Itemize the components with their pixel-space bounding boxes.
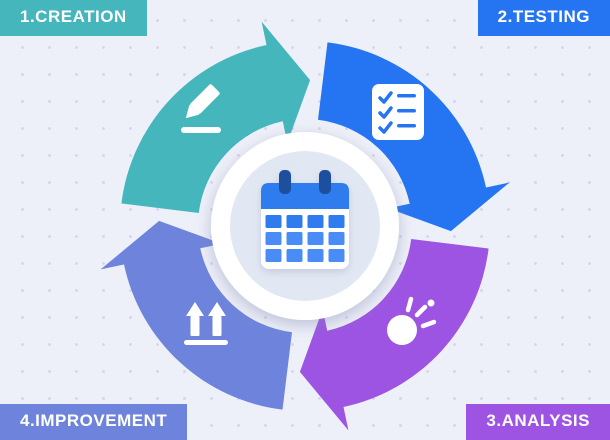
calendar-grid-row-1 [265,215,345,228]
checklist-icon [372,84,424,140]
calendar-pegs [279,170,331,194]
pencil-icon [181,84,221,133]
stage-badge-testing: 2.TESTING [477,0,610,36]
calendar-header [261,183,349,209]
calendar-icon [261,170,349,269]
double-up-arrows-icon [184,302,228,345]
stage-badge-improvement: 4.IMPROVEMENT [0,404,188,440]
analysis-icon [387,296,437,345]
segment-creation-arrow [121,21,311,213]
stage-badge-analysis: 3.ANALYSIS [466,404,610,440]
calendar-grid-rows [265,232,345,262]
stage-badge-creation: 1.CREATION [0,0,147,36]
